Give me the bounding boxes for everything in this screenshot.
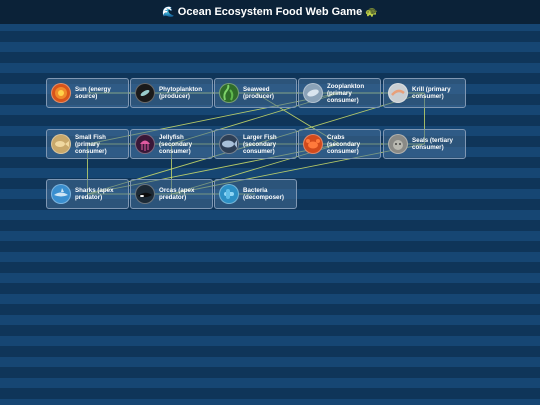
krill-icon	[388, 83, 408, 103]
phytoplankton-icon	[135, 83, 155, 103]
jellyfish-icon	[135, 134, 155, 154]
seal-icon	[388, 134, 408, 154]
orca-icon	[135, 184, 155, 204]
organism-card-bacteria[interactable]: Bacteria (decomposer)	[214, 179, 297, 209]
organism-label: Seals (tertiary consumer)	[412, 137, 453, 151]
sun-icon	[51, 83, 71, 103]
organism-label: Small Fish (primary consumer)	[75, 133, 107, 155]
larger-fish-icon	[219, 134, 239, 154]
organism-card-jellyfish[interactable]: Jellyfish (secondary consumer)	[130, 129, 213, 159]
organism-label: Crabs (secondary consumer)	[327, 133, 361, 155]
organism-card-krill[interactable]: Krill (primary consumer)	[383, 78, 466, 108]
organism-label: Krill (primary consumer)	[412, 86, 451, 100]
organism-card-phytoplankton[interactable]: Phytoplankton (producer)	[130, 78, 213, 108]
bacteria-icon	[219, 184, 239, 204]
organism-card-crabs[interactable]: Crabs (secondary consumer)	[298, 129, 381, 159]
seaweed-icon	[219, 83, 239, 103]
organism-label: Seaweed (producer)	[243, 86, 274, 100]
title-bar: 🌊 Ocean Ecosystem Food Web Game 🐢	[0, 0, 540, 24]
crab-icon	[303, 134, 323, 154]
link-crabs-sharks	[87, 143, 340, 195]
link-zooplankton-small-fish	[87, 92, 340, 145]
organism-card-sharks[interactable]: Sharks (apex predator)	[46, 179, 129, 209]
wave-icon: 🌊	[162, 6, 175, 18]
organism-card-zooplankton[interactable]: Zooplankton (primary consumer)	[298, 78, 381, 108]
organism-label: Sun (energy source)	[75, 86, 111, 100]
organism-card-small-fish[interactable]: Small Fish (primary consumer)	[46, 129, 129, 159]
small-fish-icon	[51, 134, 71, 154]
organism-card-seals[interactable]: Seals (tertiary consumer)	[383, 129, 466, 159]
shark-icon	[51, 184, 71, 204]
organism-label: Orcas (apex predator)	[159, 187, 195, 201]
page-title: Ocean Ecosystem Food Web Game	[177, 6, 363, 18]
organism-label: Phytoplankton (producer)	[159, 86, 202, 100]
organism-label: Sharks (apex predator)	[75, 187, 114, 201]
organism-label: Jellyfish (secondary consumer)	[159, 133, 193, 155]
organism-card-orcas[interactable]: Orcas (apex predator)	[130, 179, 213, 209]
zooplankton-icon	[303, 83, 323, 103]
organism-label: Zooplankton (primary consumer)	[327, 82, 365, 104]
organism-label: Larger Fish (secondary consumer)	[243, 133, 277, 155]
turtle-icon: 🐢	[365, 6, 378, 18]
link-seals-orcas	[171, 143, 425, 195]
organism-card-seaweed[interactable]: Seaweed (producer)	[214, 78, 297, 108]
organism-card-larger-fish[interactable]: Larger Fish (secondary consumer)	[214, 129, 297, 159]
organism-label: Bacteria (decomposer)	[243, 187, 284, 201]
organism-card-sun[interactable]: Sun (energy source)	[46, 78, 129, 108]
